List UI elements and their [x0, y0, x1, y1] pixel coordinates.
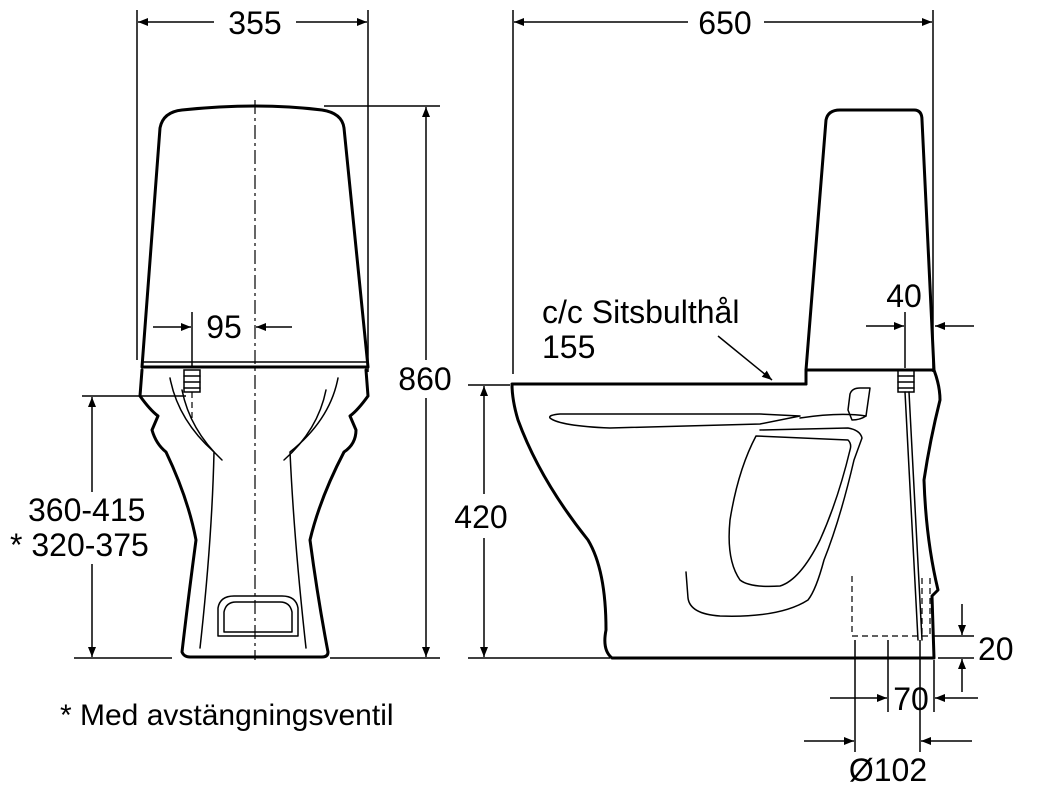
dim-total-height: 860: [324, 105, 452, 659]
side-length-label: 650: [698, 5, 751, 41]
front-width-label: 355: [228, 5, 281, 41]
dim-tank-offset: 40: [866, 278, 974, 368]
side-tank: [804, 108, 936, 372]
outlet-offset-label: 70: [893, 681, 929, 717]
seat-bolt-label: c/c Sitsbulthål: [542, 294, 739, 330]
dim-floor-clearance: 20: [934, 604, 1014, 692]
footnote: * Med avstängningsventil: [60, 699, 394, 732]
floor-clearance-label: 20: [978, 631, 1014, 667]
side-bowl: [510, 368, 942, 660]
front-view: [138, 100, 370, 660]
side-seat-bolt: [897, 369, 915, 393]
dim-front-width: 355: [136, 5, 369, 372]
total-height-label: 860: [398, 361, 451, 397]
front-tank: [140, 104, 370, 369]
outlet-diameter-label: Ø102: [849, 752, 927, 788]
dim-inlet-height: 360-415 * 320-375: [10, 395, 186, 659]
dim-bolt-spacing: 95: [153, 309, 292, 366]
seat-bolt-value: 155: [542, 329, 595, 365]
front-pedestal: [138, 368, 370, 659]
dim-outlet-diameter: Ø102: [804, 640, 972, 788]
seat-height-label: 420: [454, 499, 507, 535]
front-seat-bolt: [183, 369, 201, 420]
tank-offset-label: 40: [886, 278, 922, 314]
side-view: [510, 108, 942, 660]
inlet-range-label: 360-415: [28, 492, 145, 528]
side-trapway: [685, 427, 863, 617]
bolt-spacing-label: 95: [206, 309, 242, 345]
dim-seat-height: 420: [454, 384, 610, 659]
dim-side-length: 650: [512, 5, 934, 374]
inlet-range-valve-label: * 320-375: [10, 527, 149, 563]
side-outlet-dashed: [851, 576, 931, 637]
seat-bolt-callout: c/c Sitsbulthål 155: [542, 294, 773, 381]
front-opening: [217, 595, 299, 637]
dim-outlet-offset: 70: [830, 640, 978, 717]
